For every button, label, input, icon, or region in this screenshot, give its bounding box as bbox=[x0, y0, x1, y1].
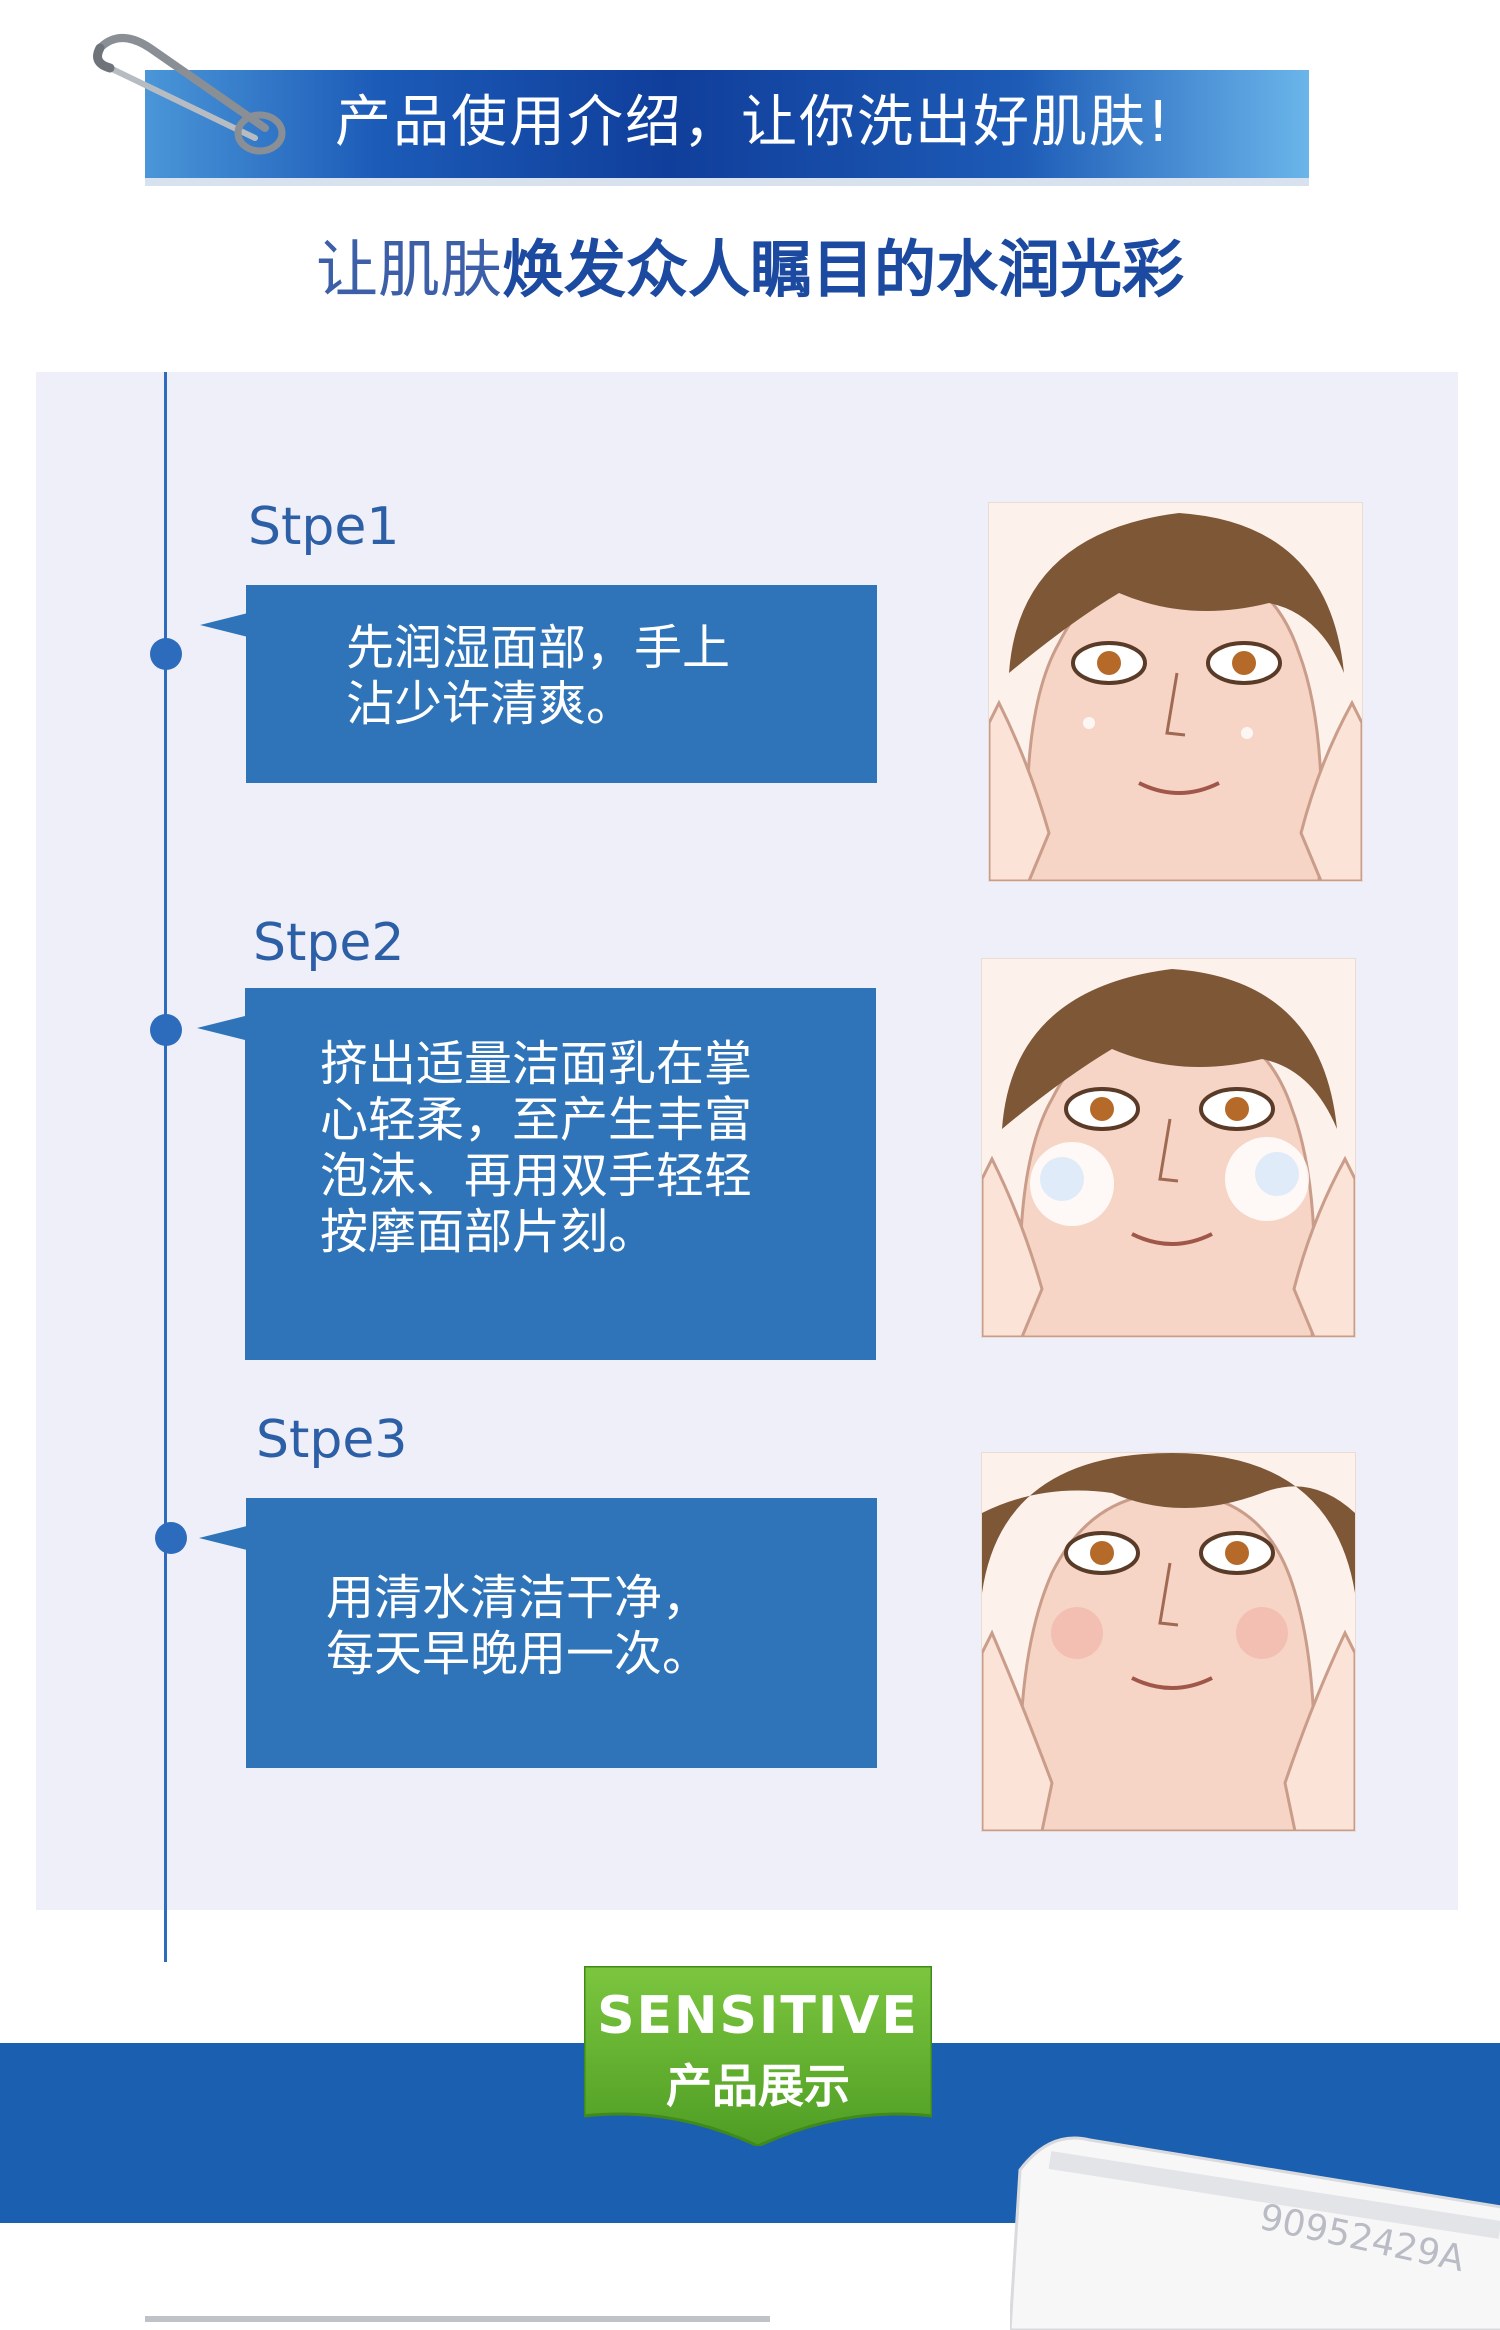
header-banner bbox=[145, 70, 1309, 178]
step-3-timeline-dot bbox=[155, 1522, 187, 1554]
step-2-line-4: 按摩面部片刻。 bbox=[320, 1204, 657, 1260]
step-3-line-1: 用清水清洁干净， bbox=[326, 1570, 711, 1626]
step-3-box: 用清水清洁干净， 每天早晚用一次。 bbox=[246, 1498, 877, 1768]
step-1-line-2: 沾少许清爽。 bbox=[346, 676, 635, 732]
step-1-pointer bbox=[200, 613, 248, 637]
step-2-timeline-dot bbox=[150, 1014, 182, 1046]
safety-pin-icon bbox=[93, 34, 286, 155]
section-subtitle: 让肌肤焕发众人瞩目的水润光彩 bbox=[0, 220, 1500, 320]
step-2-pointer bbox=[197, 1016, 245, 1040]
product-tube-image bbox=[1010, 2136, 1500, 2330]
step-3-face-illustration bbox=[981, 1452, 1356, 1832]
subtitle-light-text: 让肌肤 bbox=[315, 233, 502, 306]
step-3-label: Stpe3 bbox=[256, 1410, 408, 1470]
step-1-box: 先润湿面部，手上 沾少许清爽。 bbox=[246, 585, 877, 783]
step-3-line-2: 每天早晚用一次。 bbox=[326, 1626, 711, 1682]
timeline-line bbox=[164, 372, 167, 1962]
step-1-face-illustration bbox=[988, 502, 1363, 882]
subtitle-bold-text: 焕发众人瞩目的水润光彩 bbox=[502, 233, 1185, 306]
banner-title: 产品使用介绍，让你洗出好肌肤! bbox=[335, 90, 1172, 155]
sensitive-badge bbox=[584, 1966, 932, 2146]
step-1-timeline-dot bbox=[150, 638, 182, 670]
step-2-face-illustration bbox=[981, 958, 1356, 1338]
step-2-line-2: 心轻柔，至产生丰富 bbox=[320, 1092, 753, 1148]
step-1-label: Stpe1 bbox=[248, 497, 400, 557]
bottom-divider bbox=[145, 2316, 770, 2322]
step-2-line-1: 挤出适量洁面乳在掌 bbox=[320, 1036, 753, 1092]
step-3-pointer bbox=[199, 1526, 247, 1550]
step-2-line-3: 泡沫、再用双手轻轻 bbox=[320, 1148, 753, 1204]
badge-title: SENSITIVE bbox=[597, 1986, 919, 2046]
badge-subtitle: 产品展示 bbox=[666, 2059, 850, 2113]
step-2-box: 挤出适量洁面乳在掌 心轻柔，至产生丰富 泡沫、再用双手轻轻 按摩面部片刻。 bbox=[245, 988, 876, 1360]
step-2-label: Stpe2 bbox=[253, 913, 405, 973]
step-1-line-1: 先润湿面部，手上 bbox=[346, 620, 731, 676]
